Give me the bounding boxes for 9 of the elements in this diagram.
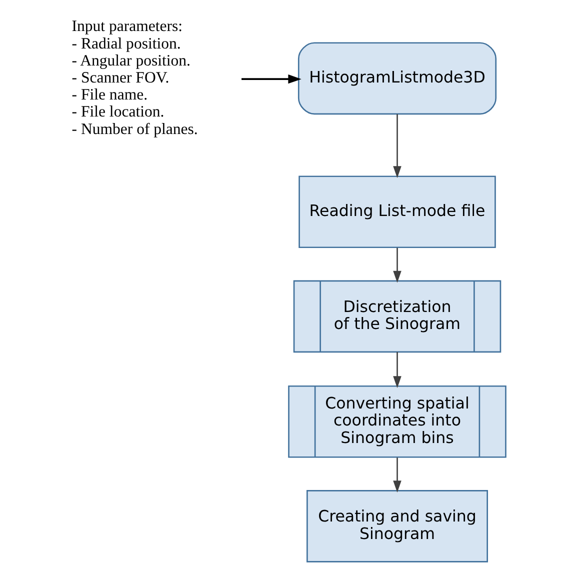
arrow [393, 458, 402, 492]
arrow [393, 248, 402, 283]
node-text: Input parameters: - Radial position. - Angular position. - Scanner FOV. - File name. - File location. - Number of planes. [72, 18, 198, 138]
node-box: Reading List-mode file [298, 176, 496, 248]
arrow [393, 352, 402, 388]
arrow [393, 114, 402, 178]
arrow [242, 74, 302, 84]
node-box: Creating and saving Sinogram [306, 490, 488, 562]
node-box: HistogramListmode3D [298, 42, 497, 115]
